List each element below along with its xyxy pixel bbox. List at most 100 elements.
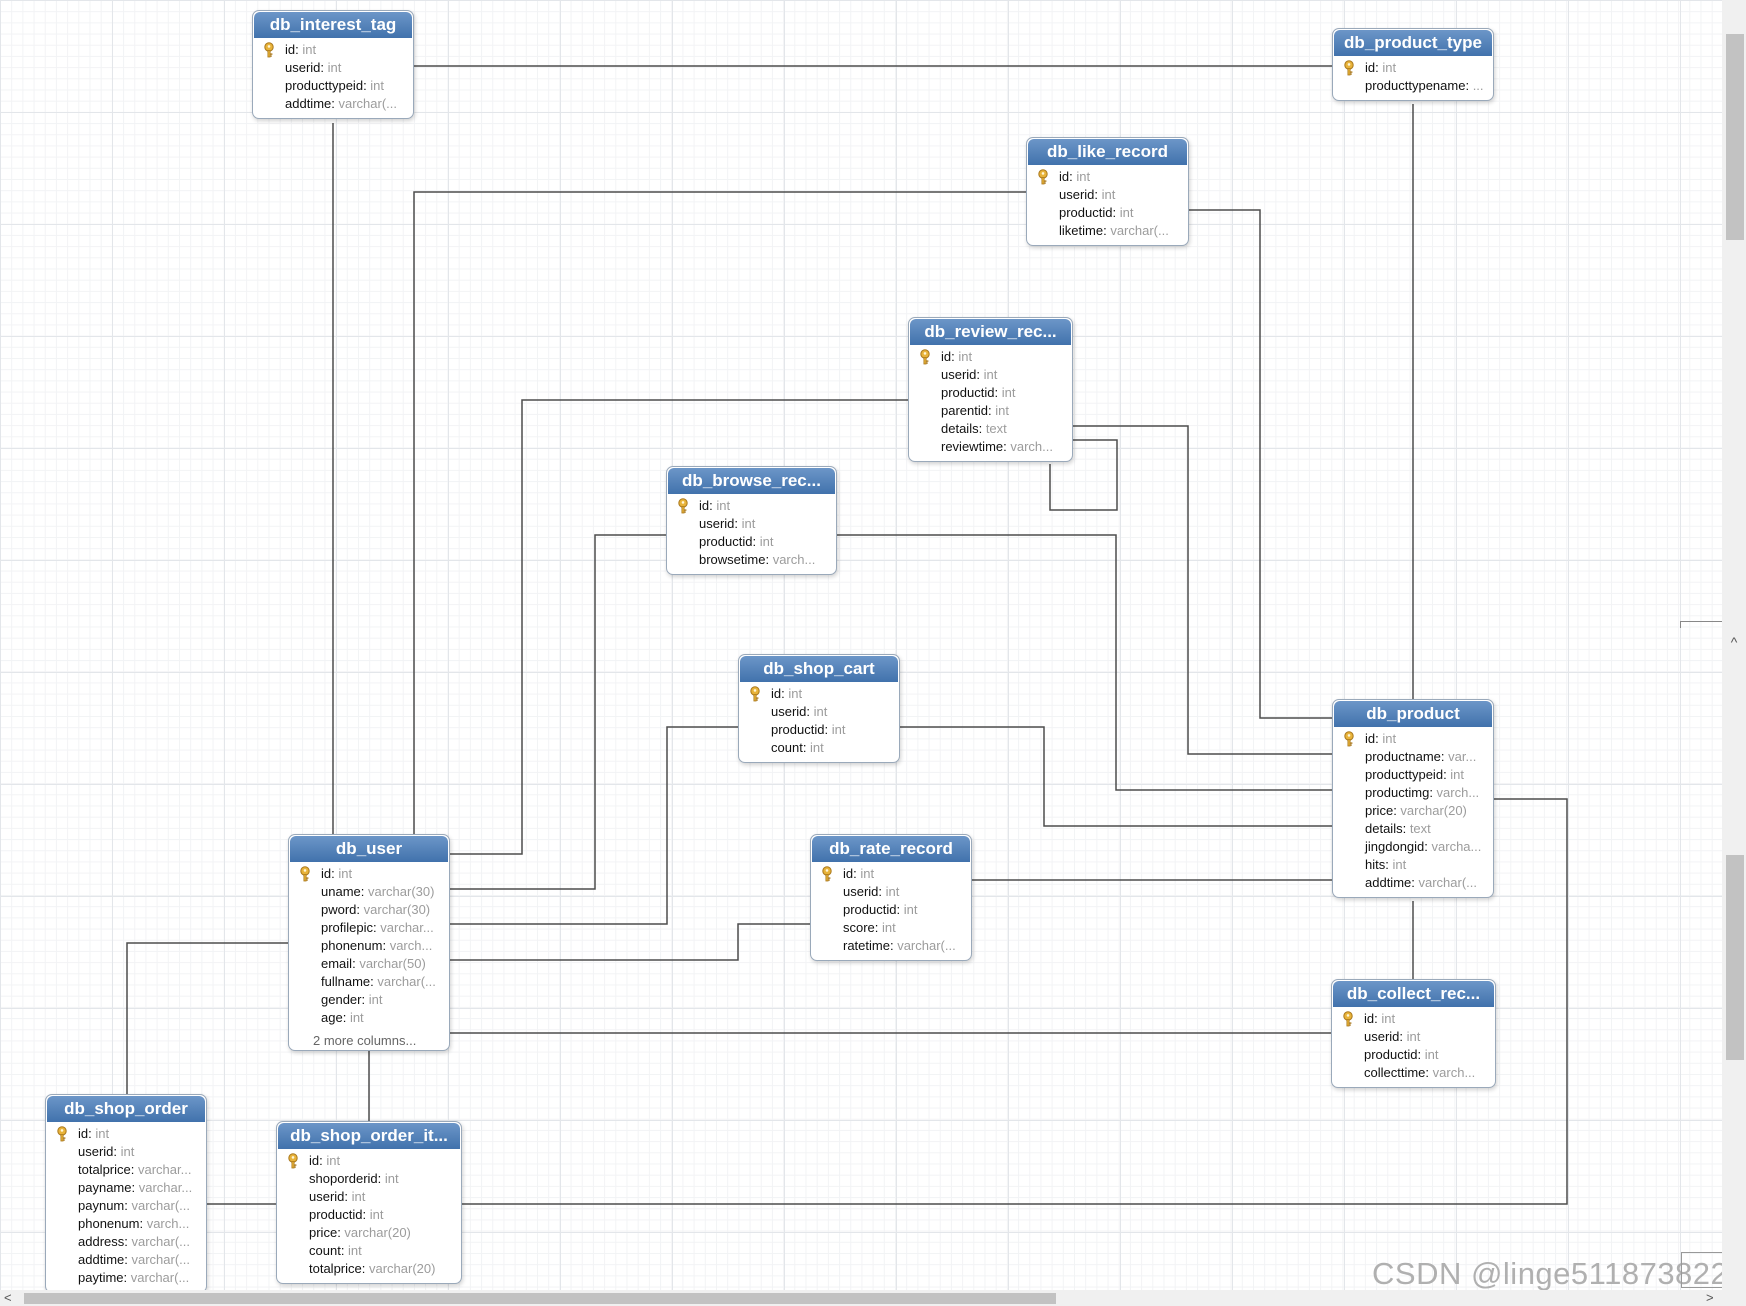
column-row[interactable]: fullname: varchar(...	[289, 973, 449, 991]
column-row[interactable]: phonenum: varch...	[46, 1215, 206, 1233]
column-type: varchar(30)	[367, 884, 435, 899]
column-row[interactable]: userid: int	[909, 366, 1072, 384]
column-row[interactable]: uname: varchar(30)	[289, 883, 449, 901]
column-type: varchar(...	[1418, 875, 1477, 890]
column-row[interactable]: productid: int	[1027, 204, 1188, 222]
column-row[interactable]: totalprice: varchar...	[46, 1161, 206, 1179]
column-row[interactable]: id: int	[739, 685, 899, 703]
column-row[interactable]: profilepic: varchar...	[289, 919, 449, 937]
column-row[interactable]: id: int	[289, 865, 449, 883]
column-row[interactable]: productid: int	[277, 1206, 461, 1224]
column-row[interactable]: userid: int	[811, 883, 971, 901]
column-row[interactable]: id: int	[1333, 730, 1493, 748]
scroll-right-icon[interactable]: >	[1706, 1290, 1714, 1305]
column-row[interactable]: count: int	[739, 739, 899, 757]
horizontal-scrollbar[interactable]: < >	[0, 1290, 1746, 1306]
column-row[interactable]: productname: var...	[1333, 748, 1493, 766]
horizontal-scroll-thumb[interactable]	[24, 1293, 1056, 1304]
vertical-scroll-thumb-lower[interactable]	[1726, 855, 1744, 1060]
column-row[interactable]: jingdongid: varcha...	[1333, 838, 1493, 856]
column-row[interactable]: id: int	[1332, 1010, 1495, 1028]
column-row[interactable]: userid: int	[46, 1143, 206, 1161]
column-row[interactable]: addtime: varchar(...	[1333, 874, 1493, 892]
column-row[interactable]: producttypename: ...	[1333, 77, 1493, 95]
column-row[interactable]: productid: int	[1332, 1046, 1495, 1064]
column-row[interactable]: totalprice: varchar(20)	[277, 1260, 461, 1278]
column-row[interactable]: addtime: varchar(...	[253, 95, 413, 113]
column-row[interactable]: paynum: varchar(...	[46, 1197, 206, 1215]
column-row[interactable]: userid: int	[253, 59, 413, 77]
column-row[interactable]: collecttime: varch...	[1332, 1064, 1495, 1082]
vertical-scrollbar[interactable]	[1722, 0, 1746, 1290]
column-row[interactable]: gender: int	[289, 991, 449, 1009]
entity-title: db_rate_record	[812, 836, 970, 862]
column-row[interactable]: details: text	[909, 420, 1072, 438]
column-row[interactable]: parentid: int	[909, 402, 1072, 420]
column-row[interactable]: id: int	[46, 1125, 206, 1143]
vertical-scroll-thumb[interactable]	[1726, 34, 1744, 240]
column-row[interactable]: userid: int	[667, 515, 836, 533]
column-row[interactable]: paytime: varchar(...	[46, 1269, 206, 1287]
column-row[interactable]: productimg: varch...	[1333, 784, 1493, 802]
column-row[interactable]: id: int	[667, 497, 836, 515]
column-name: id	[285, 42, 296, 57]
scroll-up-icon[interactable]: ^	[1730, 634, 1738, 650]
link-like-record-user	[413, 191, 1026, 836]
column-row[interactable]: shoporderid: int	[277, 1170, 461, 1188]
column-row[interactable]: id: int	[1027, 168, 1188, 186]
column-row[interactable]: userid: int	[277, 1188, 461, 1206]
column-row[interactable]: productid: int	[667, 533, 836, 551]
column-row[interactable]: age: int	[289, 1009, 449, 1027]
more-columns-label[interactable]: 2 more columns...	[313, 1033, 417, 1048]
column-row[interactable]: id: int	[253, 41, 413, 59]
column-name: phonenum	[321, 938, 383, 953]
column-row[interactable]: price: varchar(20)	[1333, 802, 1493, 820]
column-name: userid	[78, 1144, 114, 1159]
column-row[interactable]: reviewtime: varch...	[909, 438, 1072, 456]
column-row[interactable]: browsetime: varch...	[667, 551, 836, 569]
column-row[interactable]: count: int	[277, 1242, 461, 1260]
column-row[interactable]: productid: int	[811, 901, 971, 919]
column-row[interactable]: liketime: varchar(...	[1027, 222, 1188, 240]
column-row[interactable]: address: varchar(...	[46, 1233, 206, 1251]
column-row[interactable]: ratetime: varchar(...	[811, 937, 971, 955]
column-row[interactable]: id: int	[1333, 59, 1493, 77]
column-row[interactable]: id: int	[811, 865, 971, 883]
column-row[interactable]: email: varchar(50)	[289, 955, 449, 973]
column-separator: :	[896, 902, 904, 917]
column-row[interactable]: productid: int	[909, 384, 1072, 402]
column-row[interactable]: id: int	[909, 348, 1072, 366]
overview-toggle[interactable]	[1681, 1252, 1723, 1288]
column-row[interactable]: userid: int	[1332, 1028, 1495, 1046]
column-row[interactable]: producttypeid: int	[1333, 766, 1493, 784]
column-row[interactable]: price: varchar(20)	[277, 1224, 461, 1242]
column-row[interactable]: score: int	[811, 919, 971, 937]
column-row[interactable]: phonenum: varch...	[289, 937, 449, 955]
column-row[interactable]: producttypeid: int	[253, 77, 413, 95]
column-row[interactable]: hits: int	[1333, 856, 1493, 874]
column-row[interactable]: id: int	[277, 1152, 461, 1170]
column-row[interactable]: details: text	[1333, 820, 1493, 838]
column-row[interactable]: addtime: varchar(...	[46, 1251, 206, 1269]
column-row[interactable]: userid: int	[739, 703, 899, 721]
column-row[interactable]: userid: int	[1027, 186, 1188, 204]
column-row[interactable]: payname: varchar...	[46, 1179, 206, 1197]
split-handle[interactable]	[1680, 621, 1724, 628]
column-row[interactable]: pword: varchar(30)	[289, 901, 449, 919]
scroll-left-icon[interactable]: <	[4, 1290, 12, 1305]
column-row[interactable]: productid: int	[739, 721, 899, 739]
